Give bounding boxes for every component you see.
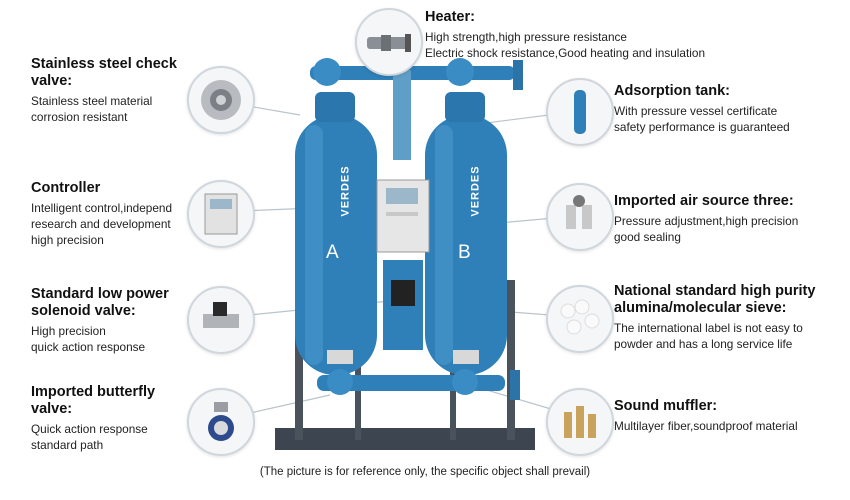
- butterfly-title-1: Imported butterfly: [31, 384, 156, 400]
- alumina-beads-icon: [546, 285, 614, 353]
- check-valve-desc-line-1: Stainless steel material: [31, 94, 153, 108]
- solenoid-valve-feature: Standard low power solenoid valve: High …: [31, 286, 169, 355]
- reference-disclaimer: (The picture is for reference only, the …: [259, 466, 591, 478]
- adsorption-dryer-machine: [275, 58, 535, 450]
- alumina-desc-line-1: The international label is not easy to: [614, 321, 803, 335]
- heater-desc-line-1: High strength,high pressure resistance: [425, 30, 627, 44]
- butterfly-desc-line-2: standard path: [31, 438, 104, 452]
- adsorption-desc-line-1: With pressure vessel certificate: [614, 104, 778, 118]
- muffler-title: Sound muffler:: [614, 398, 718, 414]
- air-source-feature: Imported air source three: Pressure adju…: [614, 193, 798, 245]
- tank-a-label: A: [326, 242, 339, 263]
- solenoid-desc-line-1: High precision: [31, 324, 106, 338]
- muffler-feature: Sound muffler: Multilayer fiber,soundpro…: [614, 398, 798, 434]
- check-valve-icon: [187, 66, 255, 134]
- check-valve-desc-line-2: corrosion resistant: [31, 110, 128, 124]
- butterfly-valve-feature: Imported butterfly valve: Quick action r…: [31, 384, 155, 453]
- heater-icon: [355, 8, 423, 76]
- controller-desc-line-1: Intelligent control,independ: [31, 201, 173, 215]
- solenoid-desc-line-2: quick action response: [31, 340, 146, 354]
- adsorption-tank-feature: Adsorption tank: With pressure vessel ce…: [614, 83, 790, 135]
- alumina-title-1: National standard high purity: [614, 283, 816, 299]
- alumina-feature: National standard high purity alumina/mo…: [614, 283, 815, 352]
- check-valve-title-1: Stainless steel check: [31, 56, 177, 72]
- air-source-desc-line-1: Pressure adjustment,high precision: [614, 214, 799, 228]
- butterfly-title-2: valve:: [31, 401, 73, 417]
- air-source-desc-line-2: good sealing: [614, 230, 681, 244]
- controller-title: Controller: [31, 180, 101, 196]
- controller-feature: Controller Intelligent control,independ …: [31, 180, 172, 248]
- heater-title: Heater:: [425, 9, 475, 25]
- butterfly-valve-icon: [187, 388, 255, 456]
- adsorption-desc-line-2: safety performance is guaranteed: [614, 120, 790, 134]
- adsorption-title: Adsorption tank:: [614, 83, 730, 99]
- check-valve-title-2: valve:: [31, 73, 73, 89]
- controller-desc-line-3: high precision: [31, 233, 104, 247]
- heater-desc-line-2: Electric shock resistance,Good heating a…: [425, 46, 706, 60]
- tank-b-brand: VERDES: [469, 165, 482, 217]
- solenoid-valve-icon: [187, 286, 255, 354]
- butterfly-desc-line-1: Quick action response: [31, 422, 148, 436]
- adsorption-tank-icon: [546, 78, 614, 146]
- controller-desc-line-2: research and development: [31, 217, 171, 231]
- tank-b-label: B: [458, 242, 471, 263]
- solenoid-title-2: solenoid valve:: [31, 303, 136, 319]
- muffler-desc-line-1: Multilayer fiber,soundproof material: [614, 419, 798, 433]
- air-source-title: Imported air source three:: [614, 193, 794, 209]
- alumina-title-2: alumina/molecular sieve:: [614, 300, 787, 316]
- controller-icon: [187, 180, 255, 248]
- alumina-desc-line-2: powder and has a long service life: [614, 337, 793, 351]
- air-source-icon: [546, 183, 614, 251]
- muffler-icon: [546, 388, 614, 456]
- heater-feature: Heater: High strength,high pressure resi…: [425, 9, 705, 61]
- solenoid-title-1: Standard low power: [31, 286, 169, 302]
- check-valve-feature: Stainless steel check valve: Stainless s…: [31, 56, 177, 125]
- tank-a-brand: VERDES: [339, 165, 352, 217]
